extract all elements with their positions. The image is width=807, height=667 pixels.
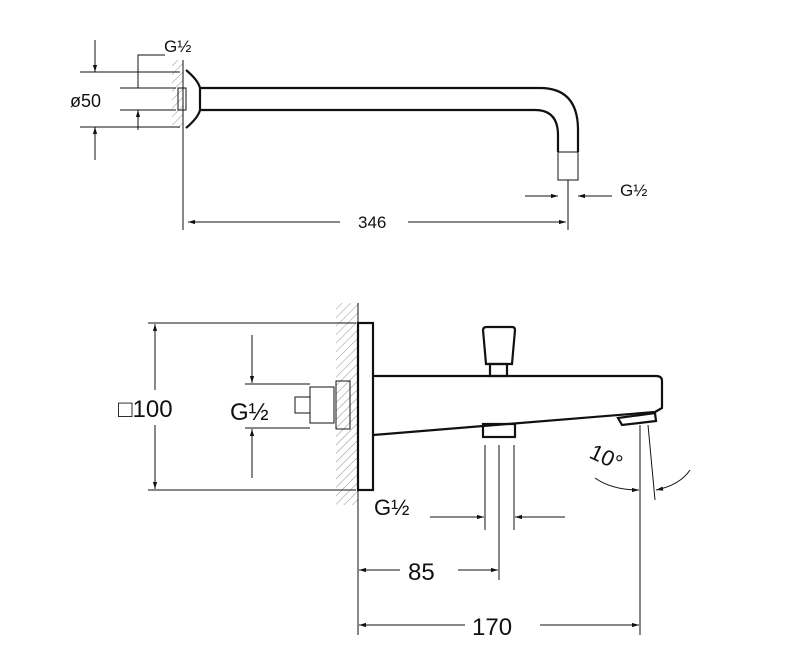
flange <box>185 69 202 129</box>
bottom-thread-left-label: G½ <box>230 399 269 426</box>
wall-hatch <box>336 303 358 505</box>
angle-label: 10° <box>586 439 627 476</box>
dim-170-label: 170 <box>472 614 512 641</box>
connector-thread <box>309 386 335 424</box>
spout-body <box>372 374 664 437</box>
diverter-knob <box>481 325 517 366</box>
connector-nut <box>335 380 351 430</box>
plate-size-label: □100 <box>118 396 173 423</box>
connector-pin <box>294 396 311 414</box>
top-view-wall-spout <box>80 40 612 230</box>
top-thread-right-label: G½ <box>620 181 647 200</box>
top-diameter-label: ø50 <box>70 91 101 111</box>
top-length-label: 346 <box>358 213 386 232</box>
bottom-thread-label: G½ <box>374 495 409 520</box>
spout-pipe <box>200 86 580 152</box>
top-thread-left-label: G½ <box>164 37 191 56</box>
bottom-view-bath-spout <box>148 303 691 635</box>
wall-plate <box>356 321 375 492</box>
spout-outlet <box>616 411 658 427</box>
dim-85-label: 85 <box>408 559 435 586</box>
